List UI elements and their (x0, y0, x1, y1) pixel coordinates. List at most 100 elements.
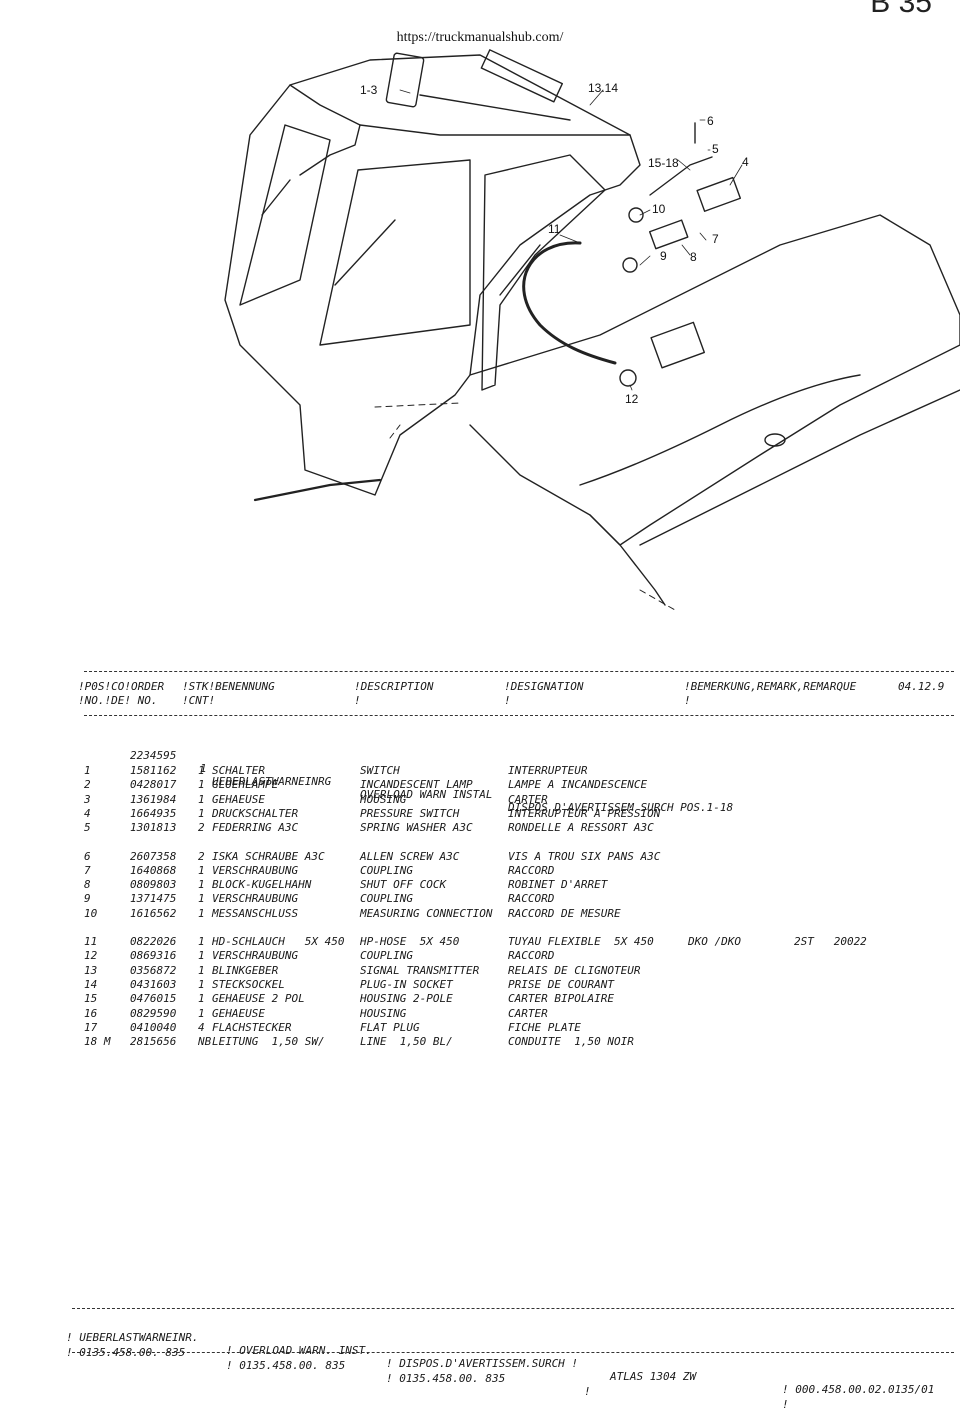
cell-pos: 11 (84, 935, 98, 948)
cell-pos: 6 (84, 849, 91, 863)
cell-pos: 9 (84, 892, 91, 906)
cell-fr: RONDELLE A RESSORT A3C (508, 821, 654, 835)
cell-pos: 14 (84, 977, 98, 991)
cab-outline (224, 54, 641, 496)
boom-curve (579, 374, 861, 486)
cell-en: LINE 1,50 BL/ (360, 1035, 453, 1049)
hdr-qty-name-2: !CNT! (182, 694, 216, 707)
cell-qty: 1 (198, 992, 205, 1006)
pressure-switch-housing (696, 176, 742, 212)
footer-sep-1: ! (584, 1385, 591, 1398)
cell-order: 0431603 (130, 977, 177, 991)
cell-order: 0410040 (130, 1020, 177, 1034)
coupling-9 (622, 257, 638, 273)
assembly-order: 2234595 (130, 749, 177, 762)
cell-en: SWITCH (360, 764, 400, 777)
hdr-remark-2: ! (684, 694, 691, 707)
cell-de: LEITUNG 1,50 SW/ (212, 1035, 325, 1049)
hdr-remark: !BEMERKUNG,REMARK,REMARQUE (684, 680, 857, 693)
cell-en: SHUT OFF COCK (360, 878, 447, 892)
cell-fr: FICHE PLATE (508, 1020, 581, 1034)
glare-1 (261, 179, 291, 216)
cell-qty: 2 (198, 849, 205, 863)
cell-rem: DKO /DKO 2ST 20022 (688, 935, 867, 948)
coupling-10 (628, 207, 644, 223)
hdr-pos-order: !P0S!CO!ORDER (78, 680, 165, 693)
roof-edge (299, 124, 361, 176)
hdr-description-2: ! (354, 694, 361, 707)
cell-order: 0476015 (130, 992, 177, 1006)
cell-en: PLUG-IN SOCKET (360, 977, 453, 991)
cell-qty: 1 (198, 792, 205, 806)
hdr-pos-order-2: !NO.!DE! NO. (78, 694, 158, 707)
front-window-left (319, 159, 471, 346)
shut-off-cock (648, 219, 689, 250)
assembly-fr: DISPOS D'AVERTISSEM SURCH POS.1-18 (508, 801, 734, 814)
cell-pos: 2 (84, 778, 91, 792)
cell-fr: TUYAU FLEXIBLE 5X 450 (508, 935, 654, 948)
cell-fr: RACCORD (508, 949, 555, 963)
signal-box (650, 321, 706, 369)
callout: 15-18 (648, 156, 679, 170)
cell-de: STECKSOCKEL (212, 977, 285, 991)
cell-pos: 16 (84, 1006, 98, 1020)
cell-order: 1664935 (130, 806, 177, 820)
dash-indicator (480, 49, 563, 103)
cell-order: 1371475 (130, 892, 177, 906)
dashed-axis (374, 402, 676, 611)
cell-qty: 1 (198, 1006, 205, 1020)
cell-de: VERSCHRAUBUNG (212, 949, 299, 963)
hdr-designation-2: ! (504, 694, 511, 707)
cell-de: FEDERRING A3C (212, 821, 299, 835)
callout: 5 (712, 142, 719, 156)
cell-pos: 5 (84, 821, 91, 835)
footer-bottom-rule (72, 1352, 954, 1353)
cell-qty: 1 (198, 778, 205, 792)
cell-fr: CARTER (508, 1006, 548, 1020)
callout: 1-3 (360, 83, 378, 97)
cell-en: COUPLING (360, 863, 413, 877)
cell-de: DRUCKSCHALTER (212, 806, 299, 820)
cell-de: VERSCHRAUBUNG (212, 863, 299, 877)
cell-de: VERSCHRAUBUNG (212, 892, 299, 906)
callout: 8 (690, 250, 697, 264)
parts-diagram: 1-3 13.14 6 5 4 15-18 10 7 11 9 8 12 (224, 49, 960, 611)
boom-cylinder (639, 389, 960, 546)
cell-en: HOUSING (360, 792, 407, 806)
cell-fr: CONDUITE 1,50 NOIR (508, 1035, 634, 1049)
cell-en: ALLEN SCREW A3C (360, 849, 460, 863)
cell-en: SIGNAL TRANSMITTER (360, 963, 480, 977)
cell-pos: 4 (84, 806, 91, 820)
callout: 13.14 (588, 81, 618, 95)
boom-lower (589, 514, 666, 606)
hdr-description: !DESCRIPTION (354, 680, 434, 693)
cell-order: 1581162 (130, 764, 177, 777)
cell-pos: 7 (84, 863, 91, 877)
cell-order: 0829590 (130, 1006, 177, 1020)
cell-qty: NB (198, 1035, 212, 1049)
assembly-de: UEBERLASTWARNEINRG (212, 775, 332, 788)
cell-qty: 4 (198, 1020, 205, 1034)
cell-order: 1616562 (130, 906, 177, 920)
cell-en: PRESSURE SWITCH (360, 806, 460, 820)
hdr-qty-name: !STK!BENENNUNG (182, 680, 275, 693)
assembly-qty: 1 (200, 762, 207, 775)
assembly-row: 2234595 1 UEBERLASTWARNEINRG OVERLOAD WA… (78, 736, 958, 814)
panel-wire (419, 94, 571, 121)
cell-fr: INTERRUPTEUR (508, 764, 588, 777)
cell-en: COUPLING (360, 949, 413, 963)
cell-de: BLOCK-KUGELHAHN (212, 878, 312, 892)
cab-roof (289, 84, 631, 136)
callout: 11 (548, 222, 561, 236)
cell-qty: 1 (198, 764, 205, 777)
cell-qty: 1 (198, 963, 205, 977)
